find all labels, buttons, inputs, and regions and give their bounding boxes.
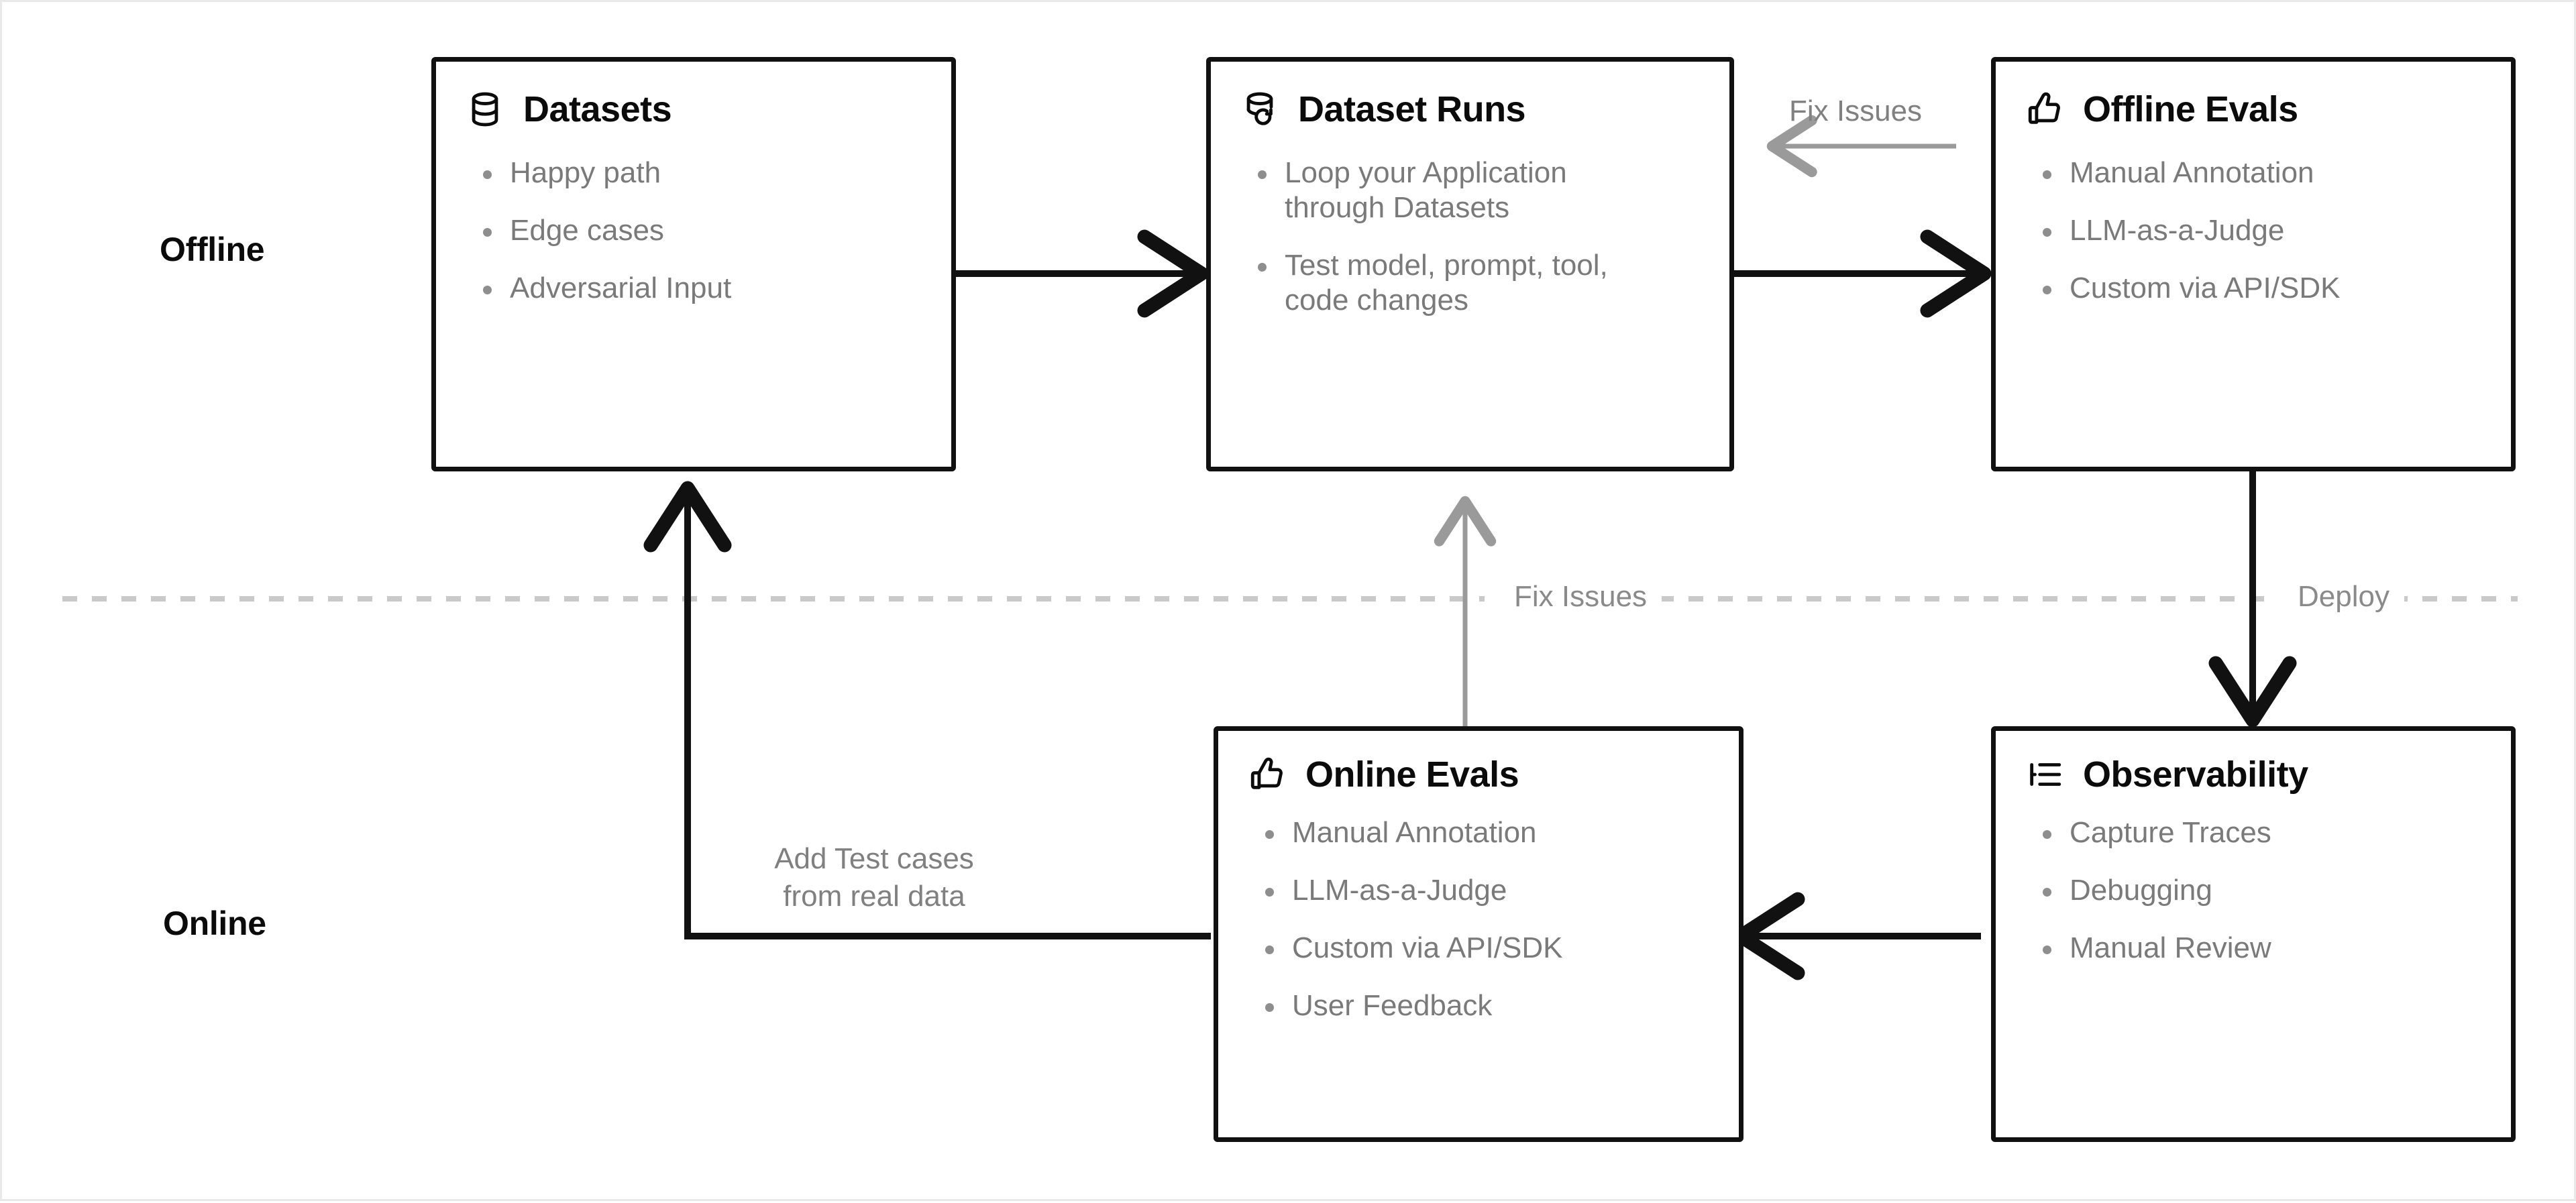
node-datasets[interactable]: Datasets Happy path Edge cases Adversari… xyxy=(431,57,956,471)
edge-label-add-test-cases: Add Test cases from real data xyxy=(733,840,1015,916)
node-offline-evals-header: Offline Evals xyxy=(1996,62,2511,129)
node-online-evals[interactable]: Online Evals Manual Annotation LLM-as-a-… xyxy=(1214,726,1743,1142)
node-dataset-runs-header: Dataset Runs xyxy=(1211,62,1729,129)
list-item: Manual Annotation xyxy=(2039,156,2487,190)
database-refresh-icon xyxy=(1246,92,1273,125)
list-item: LLM-as-a-Judge xyxy=(1261,873,1715,908)
list-item: Happy path xyxy=(479,156,927,190)
node-datasets-header: Datasets xyxy=(436,62,951,129)
node-offline-evals-title: Offline Evals xyxy=(2083,89,2298,129)
list-item: Loop your Application through Datasets xyxy=(1254,156,1642,225)
node-observability-title: Observability xyxy=(2083,754,2308,795)
list-item: Custom via API/SDK xyxy=(1261,931,1715,966)
list-item: LLM-as-a-Judge xyxy=(2039,213,2487,248)
add-test-cases-line-1: Add Test cases xyxy=(774,842,974,875)
list-item: Edge cases xyxy=(479,213,927,248)
node-offline-evals[interactable]: Offline Evals Manual Annotation LLM-as-a… xyxy=(1991,57,2516,471)
node-datasets-title: Datasets xyxy=(523,89,672,129)
node-observability[interactable]: Observability Capture Traces Debugging M… xyxy=(1991,726,2516,1142)
node-online-evals-list: Manual Annotation LLM-as-a-Judge Custom … xyxy=(1218,794,1739,1023)
edge-label-deploy-divider: Deploy xyxy=(2283,580,2404,614)
database-icon xyxy=(472,92,498,127)
node-dataset-runs-title: Dataset Runs xyxy=(1298,89,1526,129)
edge-label-fix-issues-top: Fix Issues xyxy=(1789,95,1923,127)
zone-label-offline: Offline xyxy=(160,231,265,268)
list-item: Manual Review xyxy=(2039,931,2487,966)
node-offline-evals-list: Manual Annotation LLM-as-a-Judge Custom … xyxy=(1996,129,2511,306)
node-dataset-runs[interactable]: Dataset Runs Loop your Application throu… xyxy=(1206,57,1734,471)
list-item: Manual Annotation xyxy=(1261,815,1715,850)
node-dataset-runs-list: Loop your Application through Datasets T… xyxy=(1211,129,1729,318)
zone-label-online: Online xyxy=(163,905,266,942)
list-item: Adversarial Input xyxy=(479,271,927,306)
edge-label-fix-issues-divider: Fix Issues xyxy=(1499,580,1662,614)
list-item: Debugging xyxy=(2039,873,2487,908)
list-item: Capture Traces xyxy=(2039,815,2487,850)
list-item: User Feedback xyxy=(1261,988,1715,1023)
node-observability-header: Observability xyxy=(1996,731,2511,794)
edge-online-evals-to-datasets xyxy=(643,481,1211,939)
node-datasets-list: Happy path Edge cases Adversarial Input xyxy=(436,129,951,306)
add-test-cases-line-2: from real data xyxy=(783,880,965,913)
thumbs-up-icon xyxy=(2028,92,2060,124)
thumbs-up-icon xyxy=(1250,757,1283,789)
node-online-evals-header: Online Evals xyxy=(1218,731,1739,794)
node-observability-list: Capture Traces Debugging Manual Review xyxy=(1996,794,2511,966)
node-online-evals-title: Online Evals xyxy=(1305,754,1519,795)
list-item: Test model, prompt, tool, code changes xyxy=(1254,248,1642,318)
list-item: Custom via API/SDK xyxy=(2039,271,2487,306)
list-tree-icon xyxy=(2030,763,2061,786)
